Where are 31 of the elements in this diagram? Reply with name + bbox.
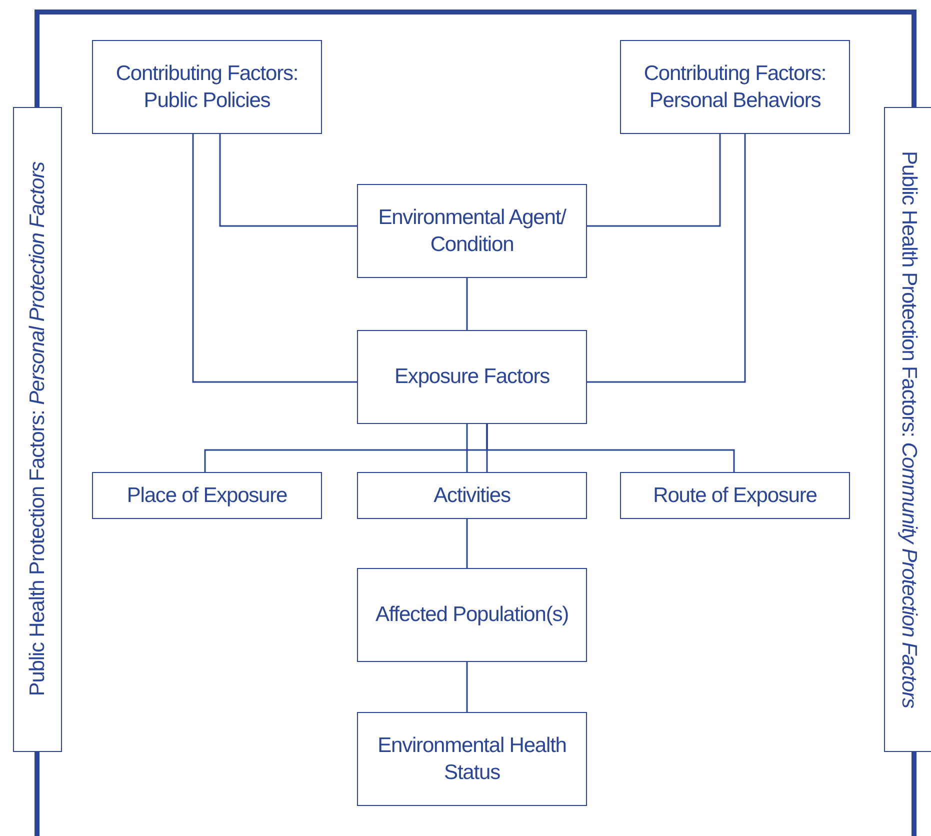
- process-box: [357, 184, 587, 278]
- process-box: [357, 472, 587, 519]
- box-label: Route of Exposure: [652, 482, 818, 509]
- connector-line: [192, 134, 357, 383]
- connector-line: [587, 134, 746, 383]
- connector-line: [587, 134, 721, 227]
- process-box: [357, 568, 587, 662]
- connector-line: [466, 519, 468, 568]
- connector-line: [466, 423, 488, 473]
- connector-line: [219, 134, 357, 227]
- connector-line: [466, 278, 468, 330]
- side-band: [13, 107, 62, 752]
- connector-line: [486, 424, 735, 472]
- box-label: Contributing Factors: Public Policies: [114, 60, 300, 114]
- box-label: Exposure Factors: [394, 364, 550, 390]
- connector-line: [466, 662, 468, 712]
- box-label: Environmental Agent/ Condition: [377, 204, 568, 258]
- process-box: [92, 40, 322, 134]
- box-label: Affected Population(s): [374, 602, 570, 628]
- box-label: Environmental Health Status: [376, 732, 568, 786]
- process-box: [357, 712, 587, 806]
- process-box: [357, 330, 587, 424]
- process-box: [92, 472, 322, 519]
- band-label: Public Health Protection Factors: Personal Protection Factors: [26, 162, 50, 697]
- band-label: Public Health Protection Factors: Community Protection Factors: [896, 151, 920, 708]
- box-label: Contributing Factors: Personal Behaviors: [642, 60, 828, 114]
- process-box: [620, 40, 850, 134]
- process-box: [620, 472, 850, 519]
- side-band: [884, 107, 931, 752]
- box-label: Place of Exposure: [126, 482, 288, 509]
- box-label: Activities: [432, 482, 512, 509]
